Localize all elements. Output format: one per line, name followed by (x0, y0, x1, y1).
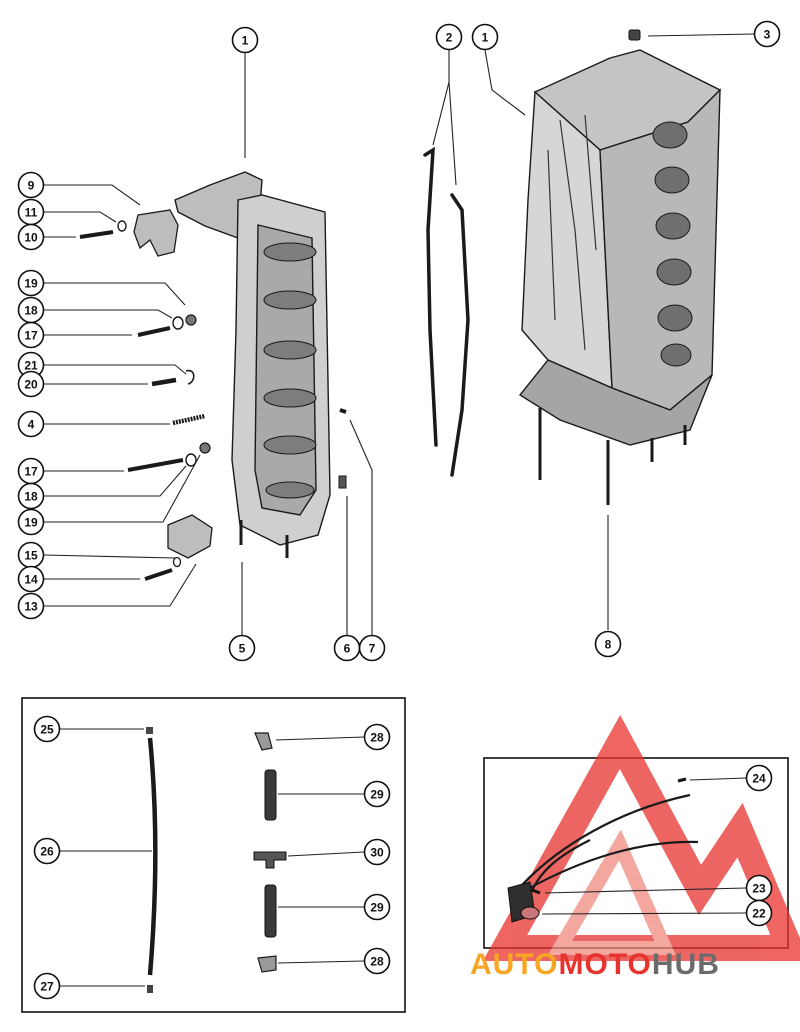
callout-number: 3 (764, 27, 771, 41)
callout-14: 14 (17, 565, 45, 593)
watermark-part3: HUB (651, 948, 720, 981)
callout-number: 24 (752, 771, 766, 785)
callout-11: 11 (17, 198, 45, 226)
automotohub-watermark: AUTOMOTOHUB (470, 948, 795, 988)
callout-29: 29 (363, 893, 391, 921)
callout-number: 17 (24, 464, 38, 478)
logo-triangle-icon (482, 715, 800, 961)
callout-number: 4 (28, 417, 35, 431)
left-cylinder-block (174, 171, 331, 558)
hose-kit-inset (21, 697, 406, 1013)
callout-number: 29 (370, 900, 384, 914)
callout-29: 29 (363, 780, 391, 808)
callout-number: 27 (40, 979, 54, 993)
callout-number: 23 (752, 881, 766, 895)
callout-24: 24 (745, 764, 773, 792)
callout-number: 10 (24, 230, 38, 244)
callout-10: 10 (17, 223, 45, 251)
callout-5: 5 (228, 634, 256, 662)
callout-number: 29 (370, 787, 384, 801)
callout-13: 13 (17, 592, 45, 620)
watermark-part1: AUTO (470, 948, 559, 981)
wiring-inset (482, 715, 800, 961)
callout-2: 2 (435, 23, 463, 51)
callout-17: 17 (17, 457, 45, 485)
callout-25: 25 (33, 715, 61, 743)
callout-number: 20 (24, 377, 38, 391)
callout-number: 25 (40, 722, 54, 736)
callout-number: 5 (239, 641, 246, 655)
callout-19: 19 (17, 269, 45, 297)
callout-30: 30 (363, 838, 391, 866)
callout-number: 9 (28, 178, 35, 192)
seal-strips (423, 146, 470, 477)
callout-7: 7 (358, 634, 386, 662)
callout-8: 8 (594, 630, 622, 658)
callout-number: 26 (40, 844, 54, 858)
callout-number: 15 (24, 548, 38, 562)
callout-number: 14 (24, 572, 38, 586)
callout-20: 20 (17, 370, 45, 398)
callout-19: 19 (17, 508, 45, 536)
callout-number: 30 (370, 845, 384, 859)
callout-number: 28 (370, 954, 384, 968)
callout-number: 18 (24, 489, 38, 503)
callout-28: 28 (363, 947, 391, 975)
callout-number: 13 (24, 599, 38, 613)
callout-number: 1 (482, 30, 489, 44)
callout-26: 26 (33, 837, 61, 865)
callout-number: 18 (24, 303, 38, 317)
callout-1: 1 (231, 26, 259, 54)
callout-number: 6 (344, 641, 351, 655)
callout-1: 1 (471, 23, 499, 51)
right-cylinder-block (518, 29, 722, 505)
callout-number: 1 (242, 33, 249, 47)
callout-9: 9 (17, 171, 45, 199)
small-parts-left (79, 209, 347, 581)
callout-17: 17 (17, 321, 45, 349)
callout-number: 21 (24, 358, 38, 372)
callout-number: 19 (24, 276, 38, 290)
callout-number: 11 (25, 205, 38, 219)
callout-6: 6 (333, 634, 361, 662)
callout-number: 8 (605, 637, 612, 651)
callout-23: 23 (745, 874, 773, 902)
callout-18: 18 (17, 482, 45, 510)
callout-27: 27 (33, 972, 61, 1000)
callout-number: 19 (24, 515, 38, 529)
callout-28: 28 (363, 723, 391, 751)
callout-3: 3 (753, 20, 781, 48)
callout-number: 28 (370, 730, 384, 744)
callout-18: 18 (17, 296, 45, 324)
watermark-part2: MOTO (558, 948, 652, 981)
callout-number: 17 (24, 328, 38, 342)
callout-number: 2 (446, 30, 453, 44)
callout-15: 15 (17, 541, 45, 569)
callout-number: 7 (369, 641, 376, 655)
callout-number: 22 (752, 906, 766, 920)
leader-lines (43, 33, 755, 635)
callout-22: 22 (745, 899, 773, 927)
callout-4: 4 (17, 410, 45, 438)
